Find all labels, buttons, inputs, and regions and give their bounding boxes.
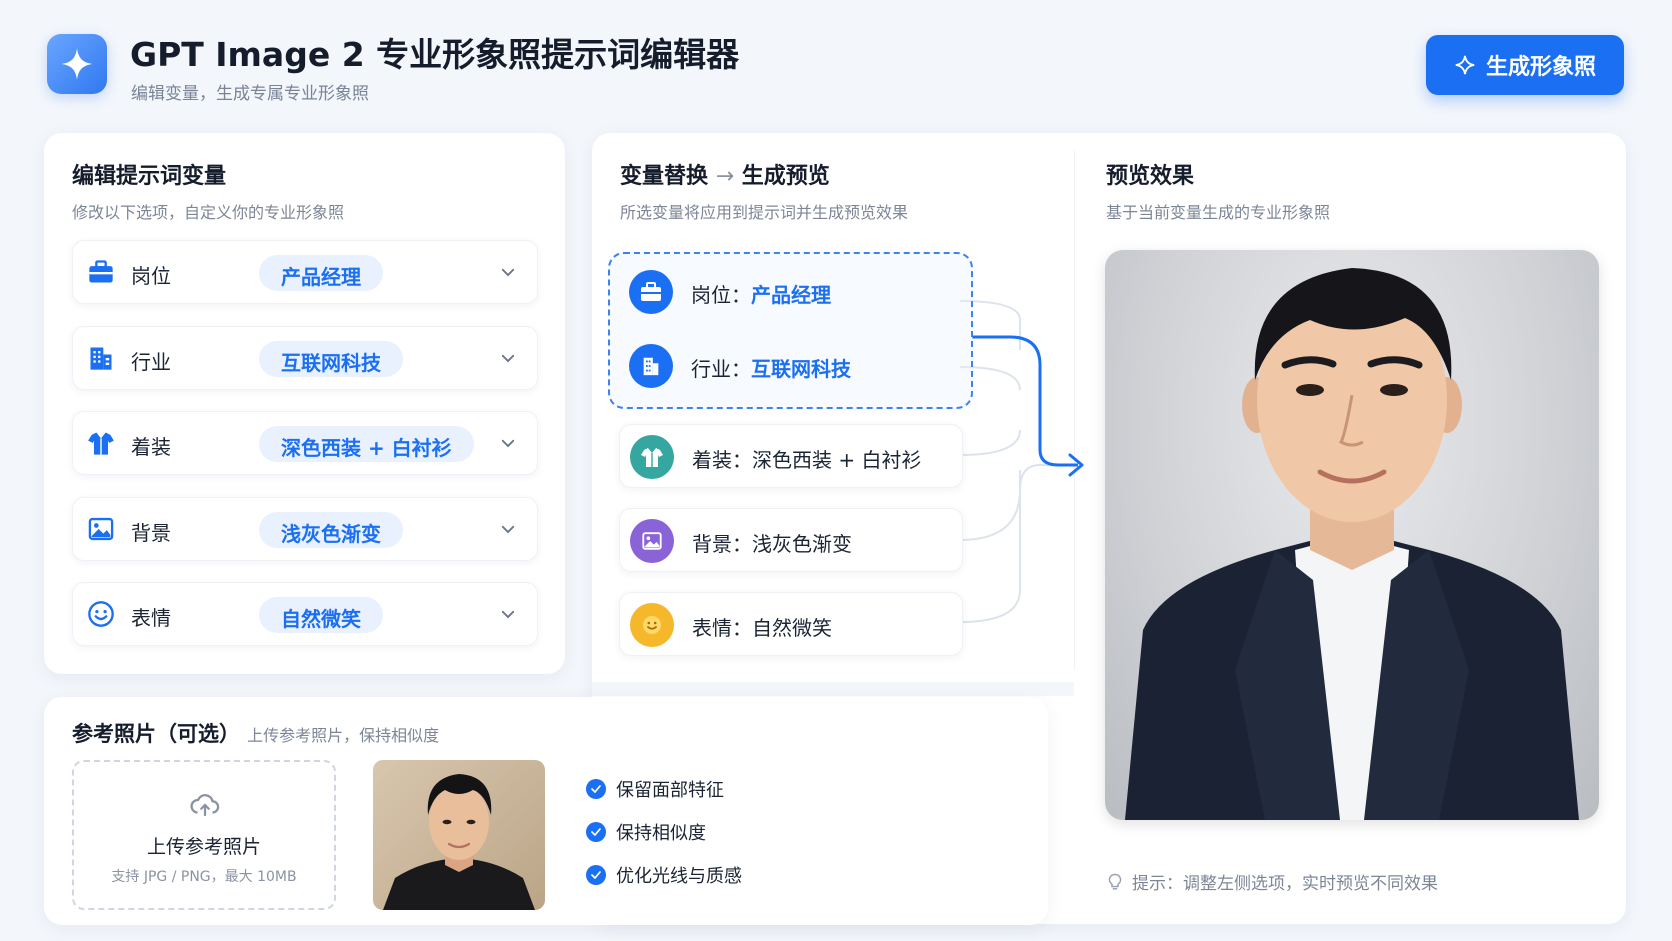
item-icon-circle [630, 435, 674, 479]
page-subtitle: 编辑变量，生成专属专业形象照 [131, 84, 369, 104]
reference-header: 参考照片（可选） 上传参考照片，保持相似度 [72, 718, 439, 748]
preview-tip-text: 提示：调整左侧选项，实时预览不同效果 [1132, 874, 1438, 894]
feature-check-label: 保持相似度 [616, 823, 706, 844]
replace-panel-subtitle: 所选变量将应用到提示词并生成预览效果 [620, 203, 909, 222]
replace-item-position: 岗位：产品经理 [619, 260, 963, 324]
preview-title: 预览效果 [1106, 164, 1195, 189]
feature-check-item: 保持相似度 [586, 819, 706, 845]
page-title: GPT Image 2 专业形象照提示词编辑器 [130, 35, 740, 74]
image-icon [642, 532, 662, 550]
variable-row-expression[interactable]: 表情 自然微笑 [72, 582, 538, 646]
upload-label: 上传参考照片 [146, 836, 261, 858]
variable-value-chip[interactable]: 产品经理 [259, 255, 383, 291]
briefcase-icon [89, 260, 113, 283]
feature-check-item: 保留面部特征 [586, 776, 724, 802]
feature-check-item: 优化光线与质感 [586, 862, 742, 888]
chevron-down-icon[interactable] [499, 349, 517, 367]
reference-subtitle: 上传参考照片，保持相似度 [247, 726, 440, 745]
replace-item-text: 行业：互联网科技 [691, 353, 851, 382]
replace-item-label: 行业： [691, 357, 751, 381]
variable-value-chip[interactable]: 互联网科技 [259, 341, 403, 377]
replace-item-value: 自然微笑 [752, 616, 832, 640]
generate-button[interactable]: 生成形象照 [1426, 35, 1624, 95]
replace-item-industry: 行业：互联网科技 [619, 334, 963, 398]
reference-separator [592, 682, 1074, 696]
replace-item-value: 产品经理 [751, 283, 831, 307]
sparkle-icon [61, 48, 93, 80]
item-icon-circle [630, 519, 674, 563]
replace-item-value: 互联网科技 [751, 357, 851, 381]
building-icon [643, 357, 659, 376]
generate-button-label: 生成形象照 [1485, 55, 1596, 80]
replace-item-text: 背景：浅灰色渐变 [692, 528, 852, 557]
check-circle-icon [586, 865, 606, 885]
variable-label: 背景 [131, 521, 171, 545]
replace-item-value: 浅灰色渐变 [752, 532, 852, 556]
chevron-down-icon[interactable] [499, 263, 517, 281]
smile-icon [643, 616, 661, 634]
building-icon [90, 347, 112, 370]
item-icon-circle [630, 603, 674, 647]
sparkle-icon [1455, 55, 1475, 75]
edit-panel-subtitle: 修改以下选项，自定义你的专业形象照 [72, 203, 345, 222]
replace-title-right: 生成预览 [741, 164, 830, 189]
feature-check-label: 优化光线与质感 [616, 866, 742, 887]
app-logo [47, 34, 107, 94]
item-icon-circle [629, 344, 673, 388]
variable-row-background[interactable]: 背景 浅灰色渐变 [72, 497, 538, 561]
replace-item-text: 表情：自然微笑 [692, 612, 832, 641]
reference-photo-thumbnail[interactable] [373, 760, 545, 910]
smile-icon [88, 601, 114, 627]
variable-label: 岗位 [131, 264, 171, 288]
replace-item-value: 深色西装 + 白衬衫 [752, 448, 922, 472]
reference-title: 参考照片（可选） [72, 722, 240, 746]
upload-dropzone[interactable]: 上传参考照片 支持 JPG / PNG，最大 10MB [72, 760, 336, 910]
variable-label: 行业 [131, 350, 171, 374]
variable-value-chip[interactable]: 深色西装 + 白衬衫 [259, 426, 474, 462]
variable-row-industry[interactable]: 行业 互联网科技 [72, 326, 538, 390]
replace-item-label: 岗位： [691, 283, 751, 307]
variable-value-chip[interactable]: 自然微笑 [259, 597, 383, 633]
briefcase-icon [641, 282, 661, 301]
lightbulb-icon [1108, 873, 1122, 889]
replace-item-text: 岗位：产品经理 [691, 279, 831, 308]
image-icon [88, 517, 114, 541]
check-circle-icon [586, 822, 606, 842]
variable-label: 表情 [131, 606, 171, 630]
replace-item-label: 着装： [692, 448, 752, 472]
preview-subtitle: 基于当前变量生成的专业形象照 [1106, 203, 1331, 222]
chevron-down-icon[interactable] [499, 434, 517, 452]
upload-hint: 支持 JPG / PNG，最大 10MB [111, 869, 297, 885]
feature-check-label: 保留面部特征 [616, 780, 724, 801]
item-icon-circle [629, 270, 673, 314]
reference-portrait-illustration [383, 774, 535, 910]
variable-value-chip[interactable]: 浅灰色渐变 [259, 512, 403, 548]
portrait-illustration [1125, 268, 1579, 820]
variable-row-position[interactable]: 岗位 产品经理 [72, 240, 538, 304]
panel-divider [1074, 150, 1075, 670]
variable-label: 着装 [131, 435, 171, 459]
cloud-upload-icon [190, 794, 220, 817]
selected-variables-group [608, 252, 973, 409]
replace-panel-title: 变量替换 → 生成预览 [620, 158, 830, 190]
replace-title-left: 变量替换 [620, 164, 709, 189]
preview-tip: 提示：调整左侧选项，实时预览不同效果 [1106, 869, 1438, 894]
replace-item-attire: 着装：深色西装 + 白衬衫 [619, 424, 963, 488]
chevron-down-icon[interactable] [499, 605, 517, 623]
preview-portrait [1105, 250, 1599, 820]
replace-item-label: 背景： [692, 532, 752, 556]
edit-panel-title: 编辑提示词变量 [72, 164, 227, 189]
replace-item-background: 背景：浅灰色渐变 [619, 508, 963, 572]
shirt-icon [641, 448, 663, 467]
arrow-icon: → [715, 164, 735, 189]
check-circle-icon [586, 779, 606, 799]
variable-row-attire[interactable]: 着装 深色西装 + 白衬衫 [72, 411, 538, 475]
connector-lines [960, 300, 1084, 623]
replace-item-label: 表情： [692, 616, 752, 640]
shirt-icon [88, 432, 114, 455]
chevron-down-icon[interactable] [499, 520, 517, 538]
replace-item-text: 着装：深色西装 + 白衬衫 [692, 444, 921, 473]
replace-item-expression: 表情：自然微笑 [619, 592, 963, 656]
